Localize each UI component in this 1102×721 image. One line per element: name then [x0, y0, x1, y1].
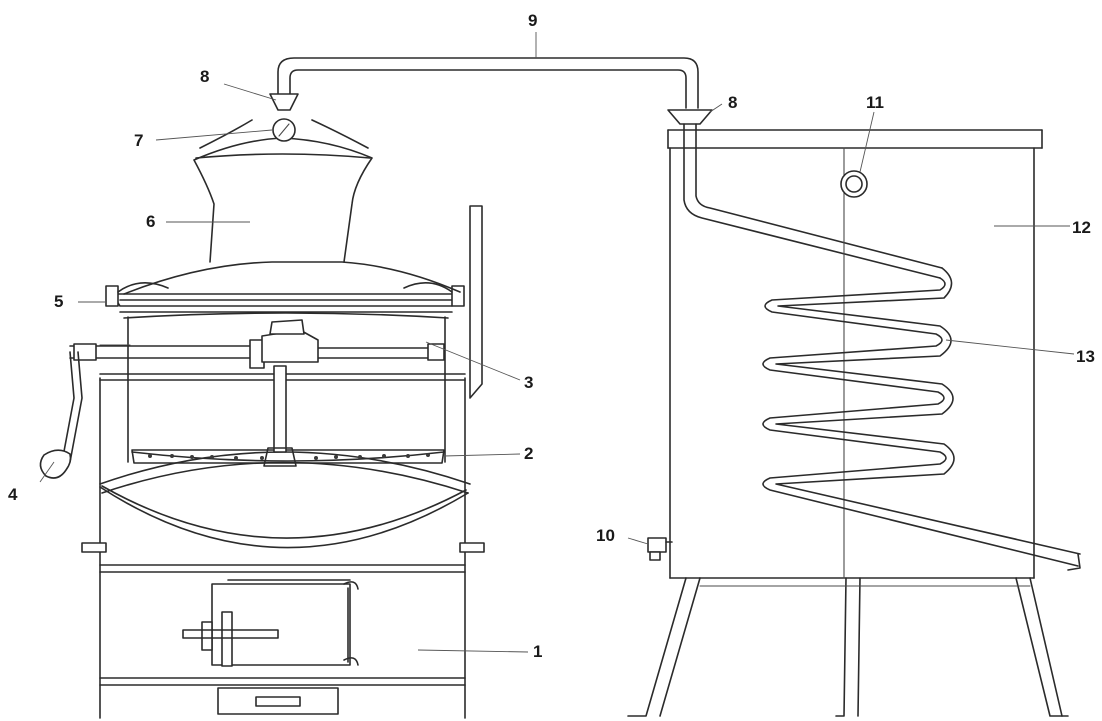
callout-label-4: 4 [8, 485, 18, 504]
callout-label-1: 1 [533, 642, 542, 661]
callout-label-8-right: 8 [728, 93, 737, 112]
stirrer-paddle-drawing [131, 365, 445, 467]
side-handle-bar [469, 205, 483, 399]
callout-label-8-left: 8 [200, 67, 209, 86]
callout-label-13: 13 [1076, 347, 1095, 366]
callout-label-10: 10 [596, 526, 615, 545]
water-inlet-drawing [840, 170, 868, 198]
thermometer-drawing [272, 118, 296, 142]
crank-handle-drawing [39, 319, 445, 479]
lid-clamp-drawing [105, 282, 465, 313]
helmet-drawing [123, 119, 461, 295]
pipe-fitting-left-drawing [269, 93, 299, 111]
tank-legs [627, 577, 1069, 717]
condenser-coil-drawing [762, 267, 1081, 571]
furnace-drawing [81, 377, 485, 719]
callout-label-7: 7 [134, 131, 143, 150]
furnace-door [182, 579, 359, 667]
vapour-pipe-drawing [277, 57, 699, 109]
callout-label-5: 5 [54, 292, 63, 311]
callout-label-12: 12 [1072, 218, 1091, 237]
pipe-fitting-right-drawing [667, 109, 943, 279]
callout-labels: 1 2 3 4 5 6 7 8 8 9 10 11 12 13 [8, 11, 1095, 661]
cooling-tank-drawing [667, 129, 1043, 579]
callout-label-2: 2 [524, 444, 533, 463]
callout-label-3: 3 [524, 373, 533, 392]
callout-label-6: 6 [146, 212, 155, 231]
leader-lines [39, 32, 1075, 653]
callout-label-11: 11 [866, 93, 884, 112]
drain-tap-drawing [647, 537, 673, 561]
callout-label-9: 9 [528, 11, 537, 30]
